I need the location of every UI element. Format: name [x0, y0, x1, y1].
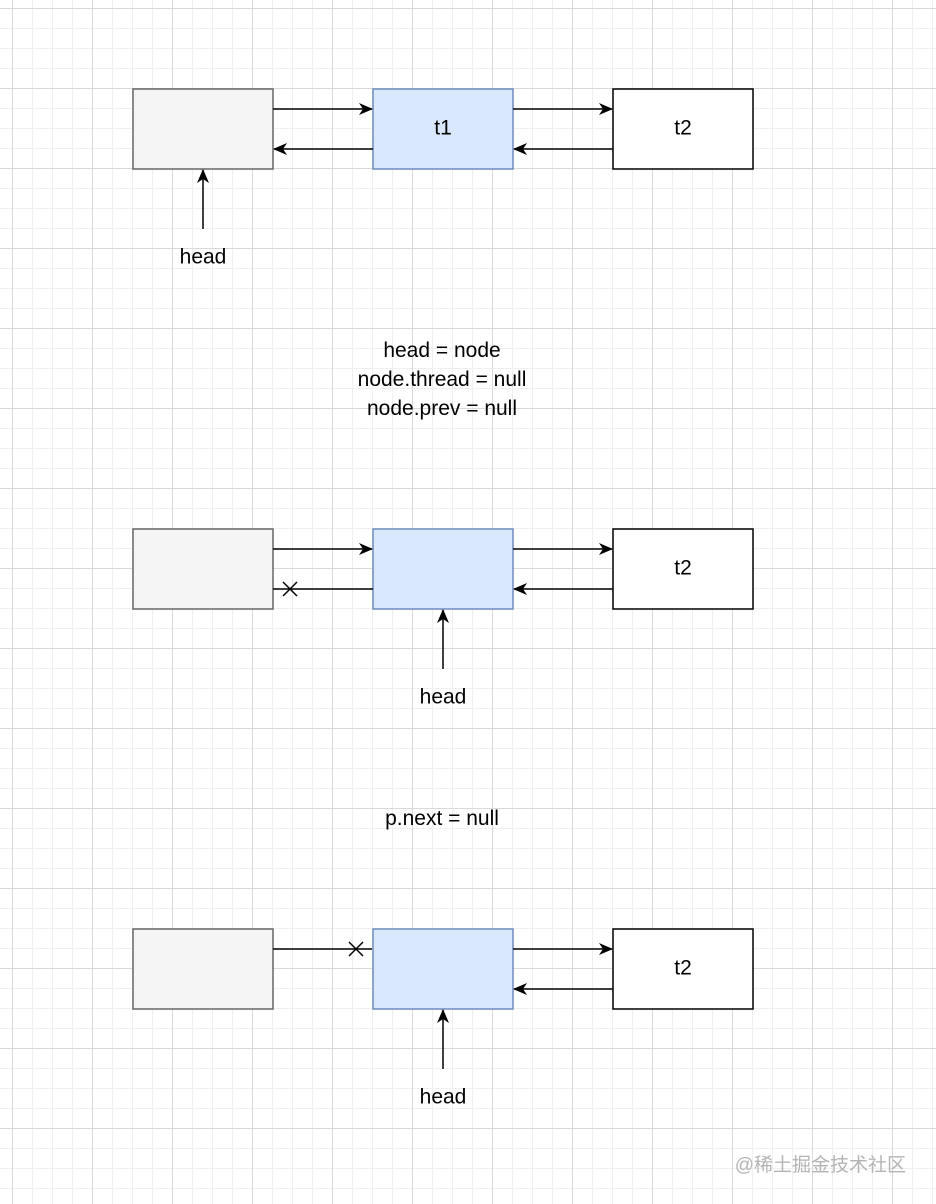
- caption-step-1: head = node node.thread = null node.prev…: [0, 336, 884, 423]
- t2-node-box: [612, 928, 754, 1010]
- t1-node-label: t1: [434, 117, 452, 140]
- caption-line: node.prev = null: [366, 397, 518, 420]
- prev-node-box: [132, 528, 274, 610]
- caption-line: head = node: [383, 339, 501, 362]
- cut-mark-icon: [282, 581, 298, 597]
- t2-node-label: t2: [674, 117, 692, 140]
- t2-node-label: t2: [674, 957, 692, 980]
- head-pointer-label: head: [180, 246, 227, 269]
- head-node-box: [372, 928, 514, 1010]
- caption-line: node.thread = null: [357, 368, 527, 391]
- caption-line: p.next = null: [385, 807, 499, 830]
- head-node-box: [372, 528, 514, 610]
- t1-node-box: [372, 88, 514, 170]
- panel-1: t1 t2 head: [132, 88, 754, 269]
- watermark: @稀土掘金技术社区: [734, 1155, 906, 1176]
- panel-2: t2 head: [132, 528, 754, 709]
- prev-node-box: [132, 928, 274, 1010]
- prev-node-box: [132, 88, 274, 170]
- cut-mark-icon: [348, 941, 364, 957]
- caption-step-2: p.next = null: [0, 804, 884, 833]
- t2-node-box: [612, 88, 754, 170]
- t2-node-label: t2: [674, 557, 692, 580]
- head-pointer-label: head: [420, 1086, 467, 1109]
- t2-node-box: [612, 528, 754, 610]
- panel-3: t2 head: [132, 928, 754, 1109]
- head-pointer-label: head: [420, 686, 467, 709]
